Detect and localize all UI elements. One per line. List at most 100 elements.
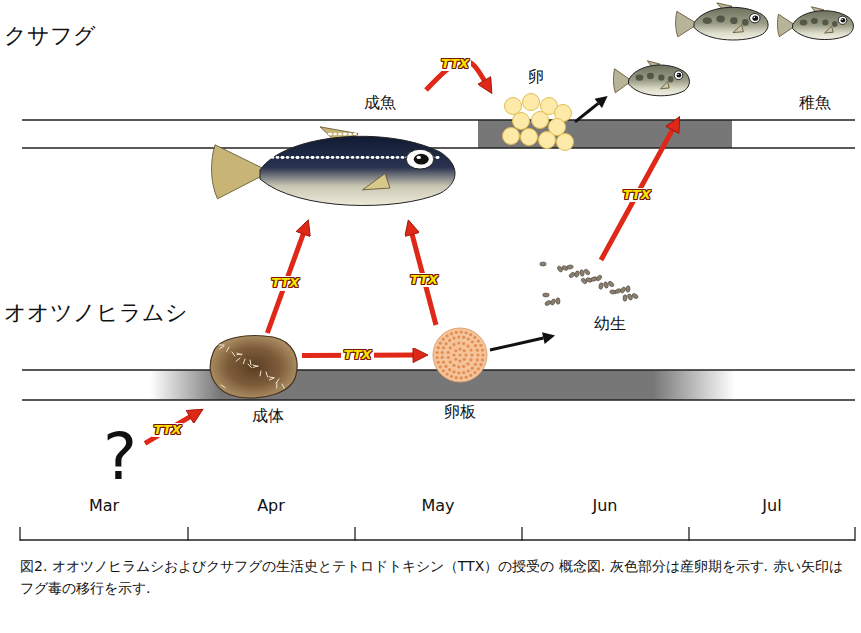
embryo-dot <box>476 349 479 352</box>
larva <box>543 293 549 297</box>
embryo-dot <box>447 351 450 354</box>
body-streak <box>243 359 245 364</box>
egg <box>513 113 530 130</box>
body-streak <box>221 385 225 388</box>
body-streak <box>253 365 258 366</box>
pectoral-fin <box>661 82 670 89</box>
larva <box>598 282 603 289</box>
node-label: 稚魚 <box>799 94 831 112</box>
embryo-dot <box>439 365 442 368</box>
body-streak <box>269 378 274 380</box>
skin-blotch <box>800 20 808 26</box>
embryo-dot <box>463 349 466 352</box>
egg <box>505 98 522 115</box>
month-label: Mar <box>89 497 119 515</box>
skin-blotch <box>716 16 725 23</box>
body-streak <box>219 345 224 346</box>
adult-fish-drawing <box>212 127 455 206</box>
larva <box>567 265 574 270</box>
skin-spot <box>351 156 355 159</box>
skin-spot <box>436 156 440 159</box>
skin-spot <box>281 156 285 159</box>
skin-spot <box>301 156 305 159</box>
embryo-dot <box>457 341 460 344</box>
embryo-dot <box>458 347 461 350</box>
embryo-dot <box>454 358 457 361</box>
axis-tick <box>688 527 689 541</box>
larva <box>540 262 546 266</box>
eye-highlight <box>753 17 755 19</box>
skin-blotch <box>822 20 828 26</box>
larva <box>631 293 639 300</box>
lane-line <box>22 147 855 148</box>
body-streak <box>237 354 242 356</box>
body-streak <box>250 360 252 365</box>
toxin-label: TTX <box>439 57 471 71</box>
pufferfish-eggs: 卵 <box>497 66 575 152</box>
skin-spot <box>391 156 395 159</box>
fish-pupil <box>752 16 758 21</box>
embryo-dot <box>437 346 440 349</box>
egg <box>523 94 540 111</box>
body-streak <box>236 358 240 361</box>
embryo-dot <box>449 346 452 349</box>
embryo-dot <box>457 335 460 338</box>
body-streak <box>266 372 268 377</box>
life-cycle-arrow <box>490 338 543 350</box>
skin-spot <box>316 156 320 159</box>
fish-eye <box>674 71 683 80</box>
embryo-dot <box>471 367 474 370</box>
larva <box>579 269 584 276</box>
embryo-dot <box>474 363 477 366</box>
egg-plate-disc <box>433 328 487 382</box>
node-label: 成魚 <box>364 94 396 112</box>
skin-spot <box>361 156 365 159</box>
fish-body <box>694 7 768 40</box>
node-label: 卵板 <box>444 403 476 421</box>
fish-body <box>793 11 854 40</box>
toxin-transfer-arrow <box>601 130 672 260</box>
embryo-dot <box>436 351 439 354</box>
skin-spot <box>296 156 300 159</box>
skin-spot <box>326 156 330 159</box>
embryo-dot <box>460 376 463 379</box>
skin-spot <box>383 133 387 136</box>
fish-body <box>629 65 690 96</box>
embryo-dot <box>452 364 455 367</box>
skin-spot <box>356 156 360 159</box>
embryo-dot <box>457 365 460 368</box>
node-label: ? <box>103 422 137 492</box>
embryo-dot <box>479 363 482 366</box>
embryo-dot <box>450 375 453 378</box>
illustration <box>535 260 645 335</box>
body-streak <box>276 379 279 383</box>
skin-spot <box>361 156 365 159</box>
life-cycle-arrow <box>575 103 598 121</box>
skin-spot <box>323 133 327 136</box>
skin-spot <box>381 156 385 159</box>
embryo-dot <box>449 360 452 363</box>
embryo-dot <box>467 337 470 340</box>
body-streak <box>227 347 229 351</box>
embryo-dot <box>467 369 470 372</box>
skin-spot <box>353 133 357 136</box>
fish-body <box>260 136 455 205</box>
embryo-dot <box>462 336 465 339</box>
skin-blotch <box>811 18 818 24</box>
embryo-dot <box>437 361 440 364</box>
embryo-dot <box>450 332 453 335</box>
skin-blotch <box>832 21 837 27</box>
fish-eye <box>750 13 760 22</box>
embryo-dot <box>466 344 469 347</box>
skin-spot <box>343 133 347 136</box>
skin-spot <box>328 133 332 136</box>
embryo-dot <box>452 343 455 346</box>
body-streak <box>232 352 235 356</box>
egg-plate: 卵板 <box>430 325 490 425</box>
embryo-dot <box>479 344 482 347</box>
egg <box>557 134 574 151</box>
skin-spot <box>358 133 362 136</box>
species-name: クサフグ <box>4 24 96 48</box>
embryo-dot <box>462 371 465 374</box>
skin-spot <box>363 133 367 136</box>
